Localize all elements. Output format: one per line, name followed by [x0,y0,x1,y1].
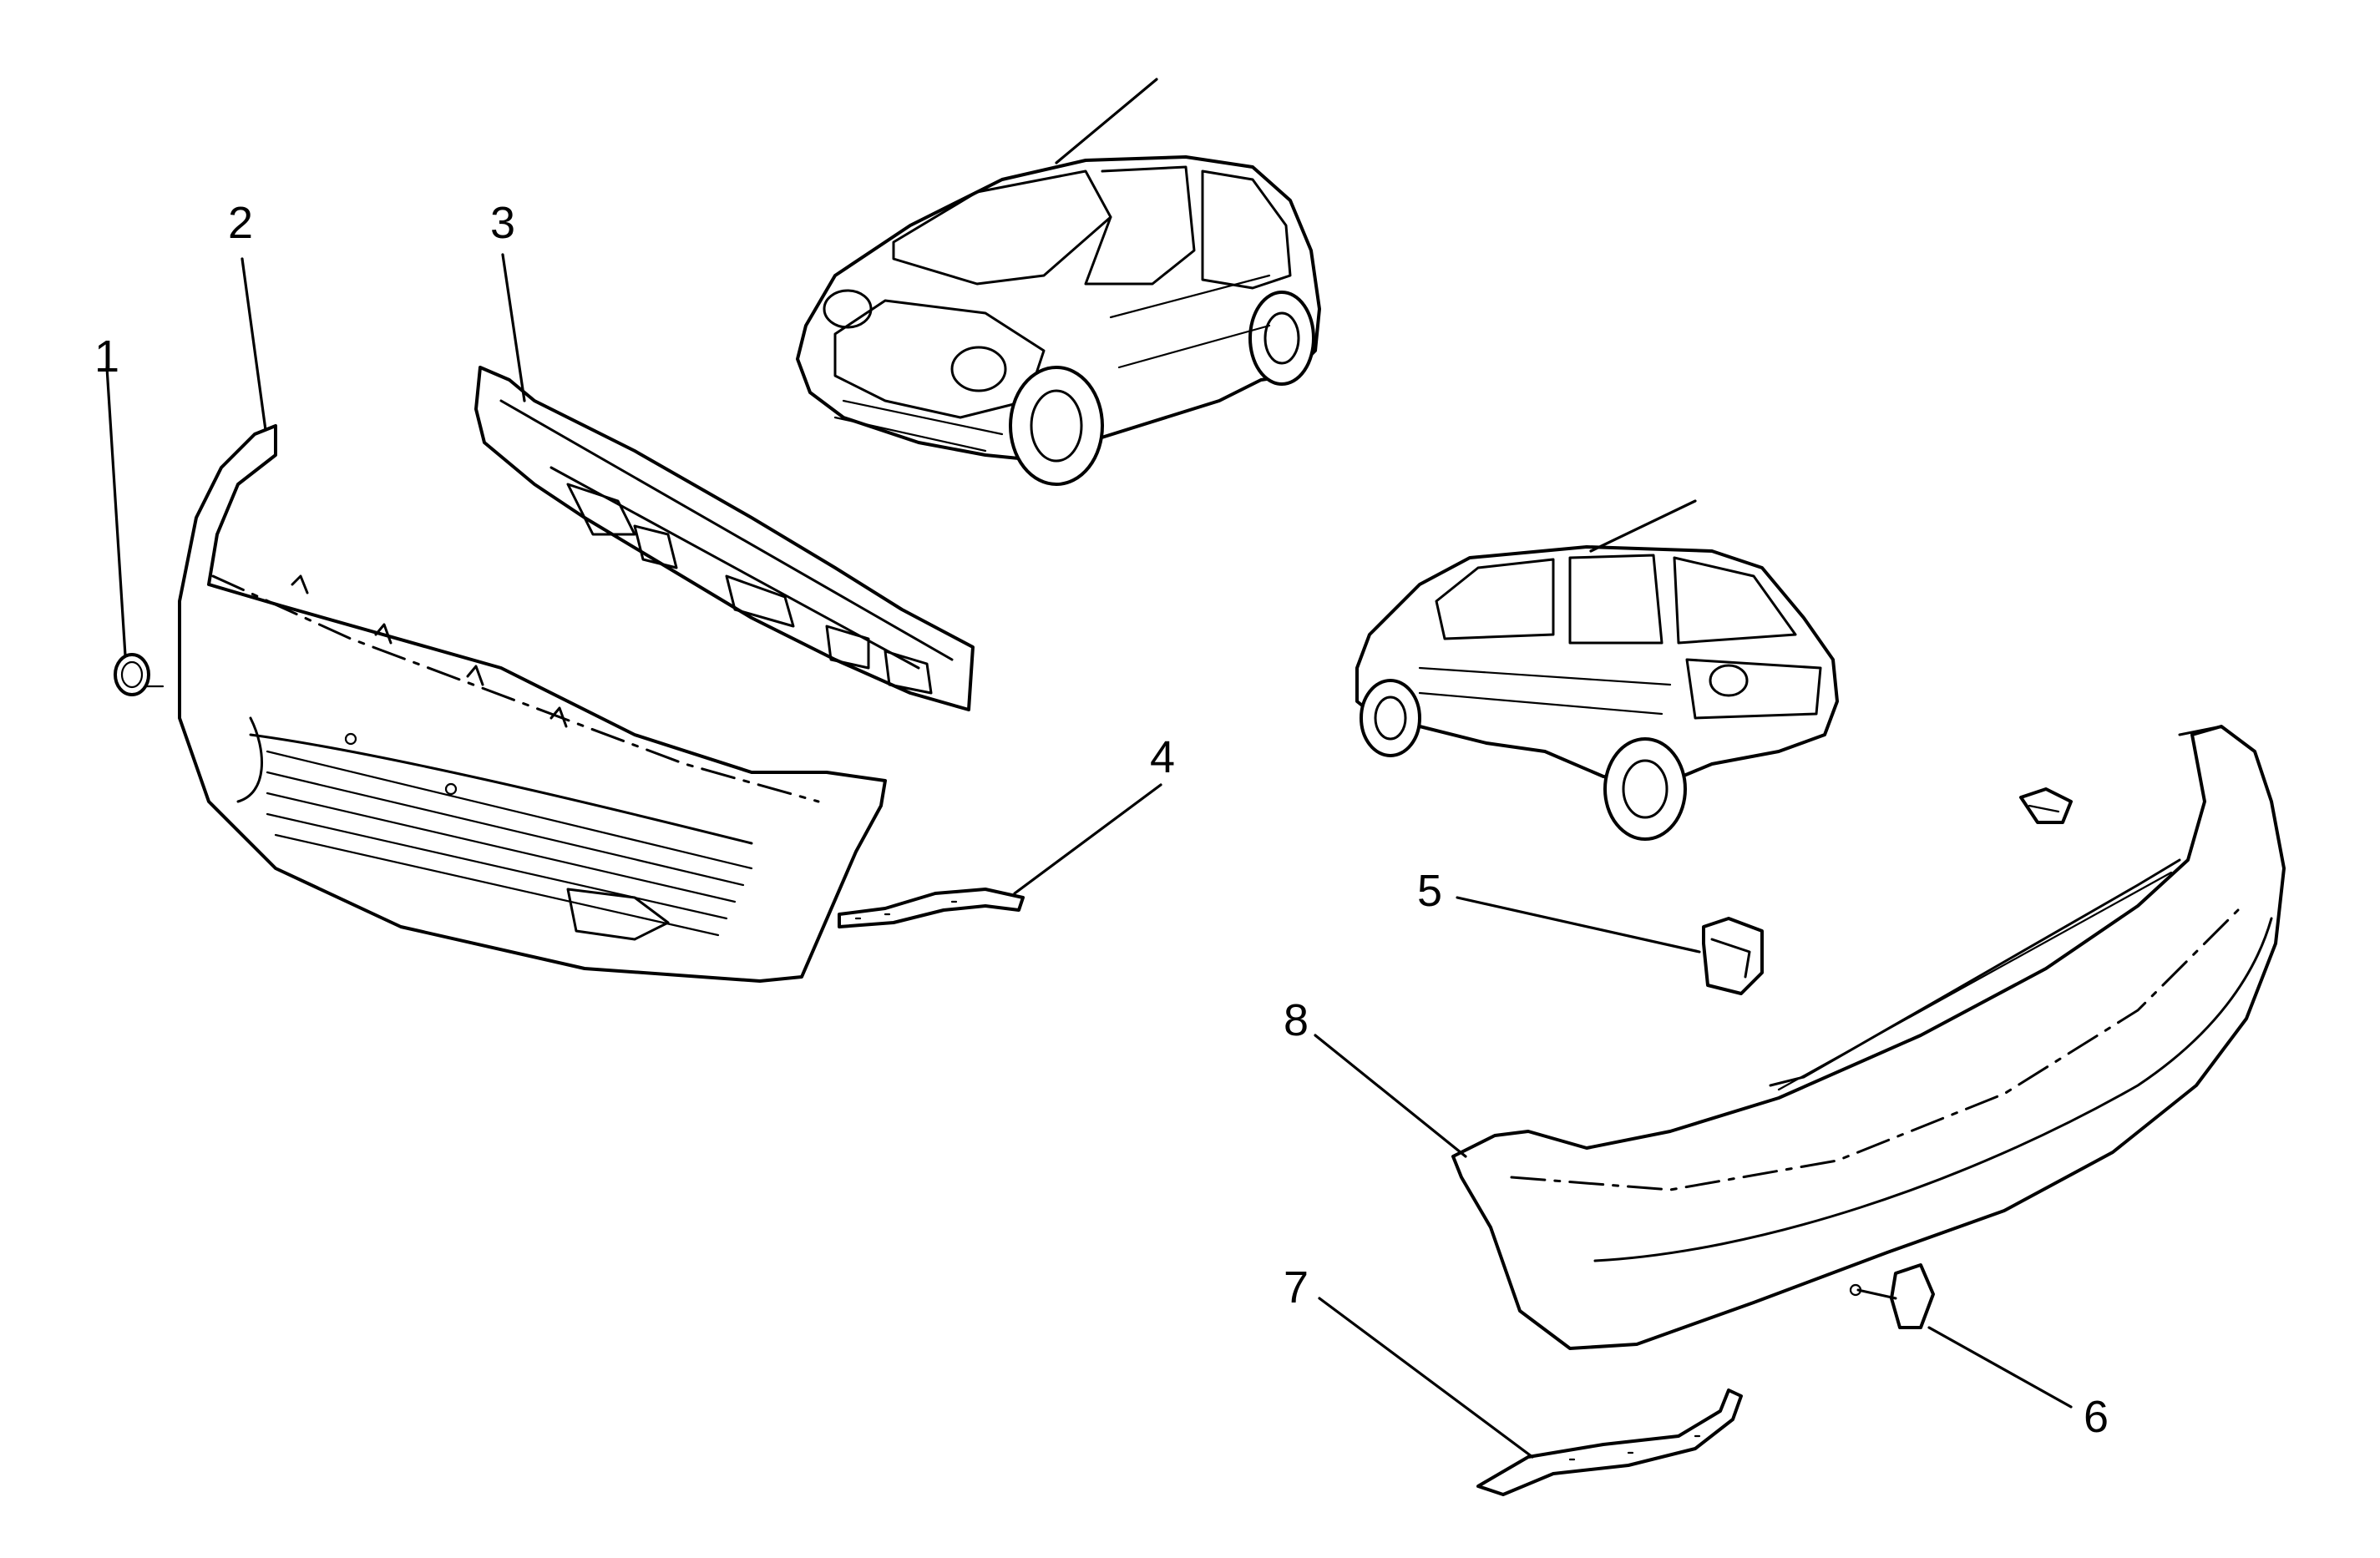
part-2-front-bumper [178,424,887,983]
callout-2: 2 [228,198,253,248]
rear-car-view [1355,545,1839,841]
part-4-front-bracket [838,888,1025,928]
callout-7: 7 [1284,1262,1309,1313]
rear-small-bracket [2019,787,2073,824]
part-6-tow-hook-cover [1849,1263,1935,1329]
callout-5: 5 [1417,866,1442,916]
part-3-impact-bar [474,366,975,711]
front-car-view [796,155,1321,486]
callout-6: 6 [2084,1392,2109,1442]
part-7-rear-bracket-strip [1476,1389,1743,1496]
part-5-rear-bracket [1702,917,1764,995]
callout-3: 3 [490,198,515,248]
callout-1: 1 [94,331,119,382]
callout-4: 4 [1150,732,1175,782]
callout-8: 8 [1284,995,1309,1045]
part-1-grommet [114,653,165,696]
part-8-rear-bumper [1451,725,2286,1350]
callout-labels: 1 2 3 4 5 6 7 8 [94,198,2109,1442]
leader-lines [105,78,2073,1459]
